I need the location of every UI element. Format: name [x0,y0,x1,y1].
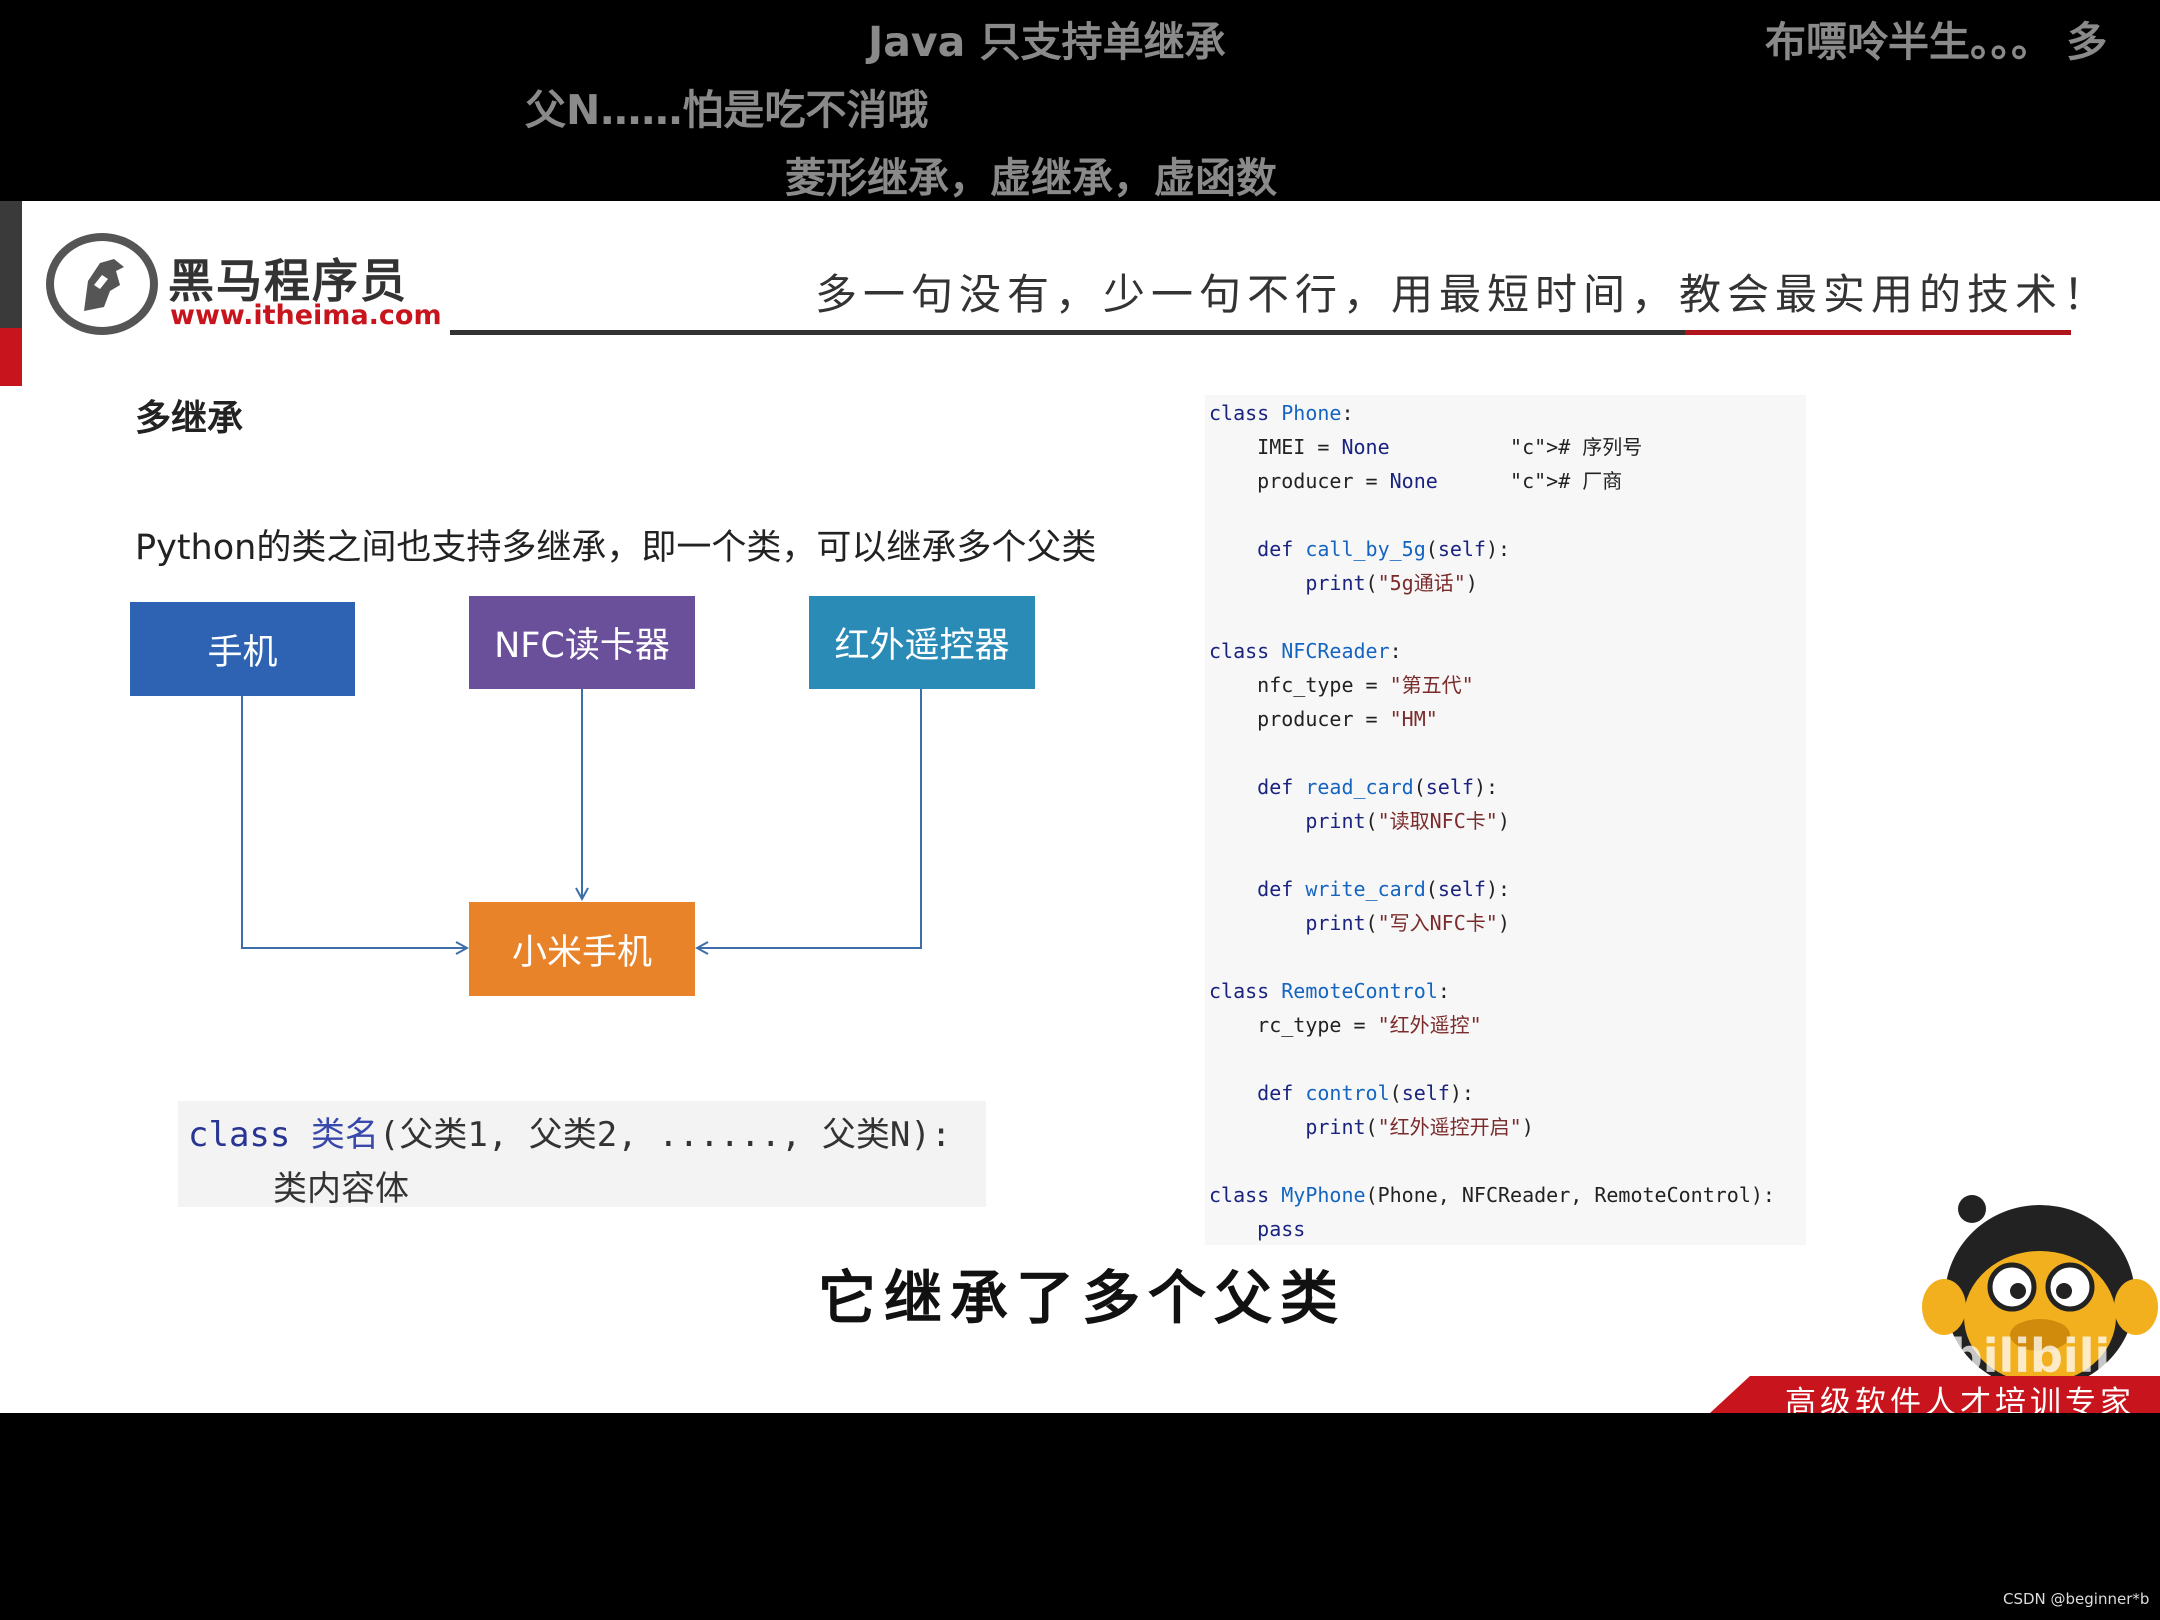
code-line: print("5g通话") [1305,571,1478,595]
itheima-horse-logo-icon [46,233,158,335]
csdn-watermark: CSDN @beginner*b [2003,1590,2150,1608]
branding-banner [1710,1376,2160,1413]
syntax-params: (父类1, 父类2, ......, 父类N): [378,1115,952,1155]
code-line: print("红外遥控开启") [1305,1115,1534,1139]
video-subtitle: 它继承了多个父类 [818,1264,1347,1332]
code-line: producer = None "c"># 厂商 [1209,469,1623,493]
inheritance-diagram [241,689,922,1001]
header-divider-accent [1685,330,2071,335]
danmaku-comment: 父N……怕是吃不消哦 [525,86,929,134]
syntax-body: 类内容体 [273,1169,409,1209]
child-class-box: 小米手机 [469,902,695,996]
syntax-classname: 类名 [310,1115,379,1155]
branding-banner-text: 高级软件人才培训专家 [1785,1385,2135,1413]
danmaku-comment: 菱形继承，虚继承，虚函数 [785,154,1277,202]
bilibili-logo: bilibili [1950,1329,2110,1383]
parent-class-nfc-box: NFC读卡器 [469,596,695,689]
code-line: class Phone: [1209,401,1354,425]
logo-text: 黑马程序员 [168,254,408,308]
danmaku-comment: Java 只支持单继承 [868,18,1226,66]
parent-class-phone-box: 手机 [130,602,355,696]
code-line: def read_card(self): [1257,775,1499,799]
code-line: pass [1257,1217,1306,1241]
slide-heading: 多继承 [135,398,244,439]
header-divider [450,330,1685,335]
slide-description: Python的类之间也支持多继承，即一个类，可以继承多个父类 [135,528,1097,568]
syntax-keyword: class [188,1115,291,1155]
slogan: 多一句没有，少一句不行，用最短时间，教会最实用的技术！ [815,270,2112,319]
syntax-snippet: class 类名(父类1, 父类2, ......, 父类N): 类内容体 [178,1101,986,1209]
code-line: def control(self): [1257,1081,1474,1105]
logo-url: www.itheima.com [170,300,442,331]
code-line: IMEI = None "c"># 序列号 [1209,435,1643,459]
code-line: producer = "HM" [1209,707,1438,731]
code-line: print("读取NFC卡") [1305,809,1510,833]
slide-accent-bar [0,201,22,328]
slide-accent-bar-red [0,328,22,386]
code-line: def call_by_5g(self): [1257,537,1511,561]
lecture-slide: 黑马程序员 www.itheima.com 多一句没有，少一句不行，用最短时间，… [0,201,2160,1413]
diagram-arrow [697,689,922,948]
code-sample: class Phone: IMEI = None "c"># 序列号 produ… [1205,395,1806,1245]
code-line: class RemoteControl: [1209,979,1450,1003]
danmaku-comment: 布嘌呤半生。。。 多 [1765,18,2108,66]
code-line: class NFCReader: [1209,639,1402,663]
code-line: class MyPhone(Phone, NFCReader, RemoteCo… [1209,1183,1775,1207]
bilibili-mascot-icon: bilibili [1922,1195,2158,1389]
code-line: def write_card(self): [1257,877,1511,901]
code-line: nfc_type = "第五代" [1209,673,1474,697]
code-line: rc_type = "红外遥控" [1209,1013,1482,1037]
parent-class-ir-box: 红外遥控器 [809,596,1035,689]
code-block: class Phone: IMEI = None "c"># 序列号 produ… [1209,396,1775,1246]
diagram-arrow [241,696,467,948]
code-line: print("写入NFC卡") [1305,911,1510,935]
